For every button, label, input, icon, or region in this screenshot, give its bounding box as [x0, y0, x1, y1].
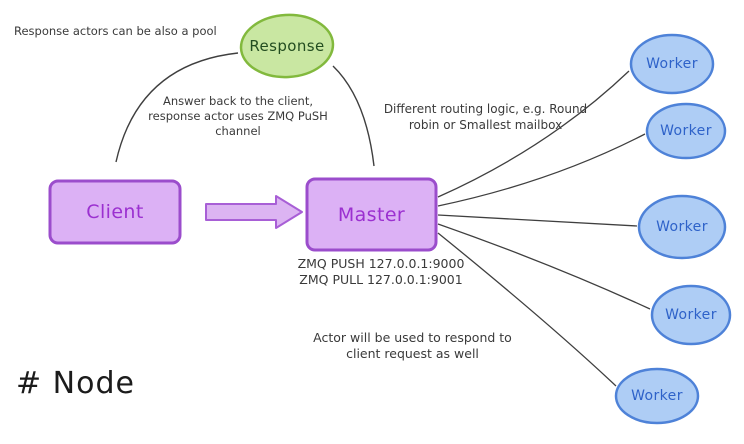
page-title: # Node: [16, 366, 135, 401]
worker-node-shape-3: [637, 194, 727, 260]
response-node-shape: [239, 13, 335, 79]
link-master-to-worker-4: [437, 223, 651, 310]
client-node-shape: [48, 179, 182, 245]
client-to-master-arrow-icon: [205, 195, 303, 229]
link-master-to-worker-1: [437, 70, 630, 198]
master-node-shape: [305, 177, 438, 252]
arc-response-to-master: [332, 65, 375, 167]
worker-node-shape-2: [645, 102, 727, 160]
link-master-to-worker-5: [437, 232, 617, 387]
worker-node-shape-4: [650, 284, 732, 346]
worker-node-shape-1: [629, 33, 715, 95]
worker-node-shape-5: [614, 367, 700, 425]
link-master-to-worker-2: [437, 133, 646, 207]
arc-client-to-response: [115, 52, 239, 163]
link-master-to-worker-3: [437, 214, 638, 227]
